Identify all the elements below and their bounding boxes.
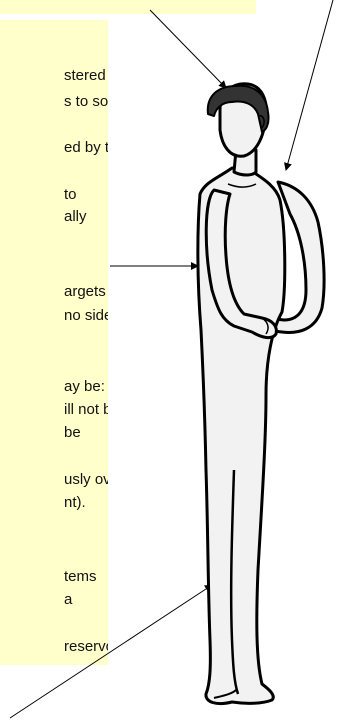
pointer-line-head [150,10,226,88]
pointer-line-leg [10,585,212,718]
pointer-line-shoulder [286,0,333,170]
human-figure-icon [198,84,324,704]
